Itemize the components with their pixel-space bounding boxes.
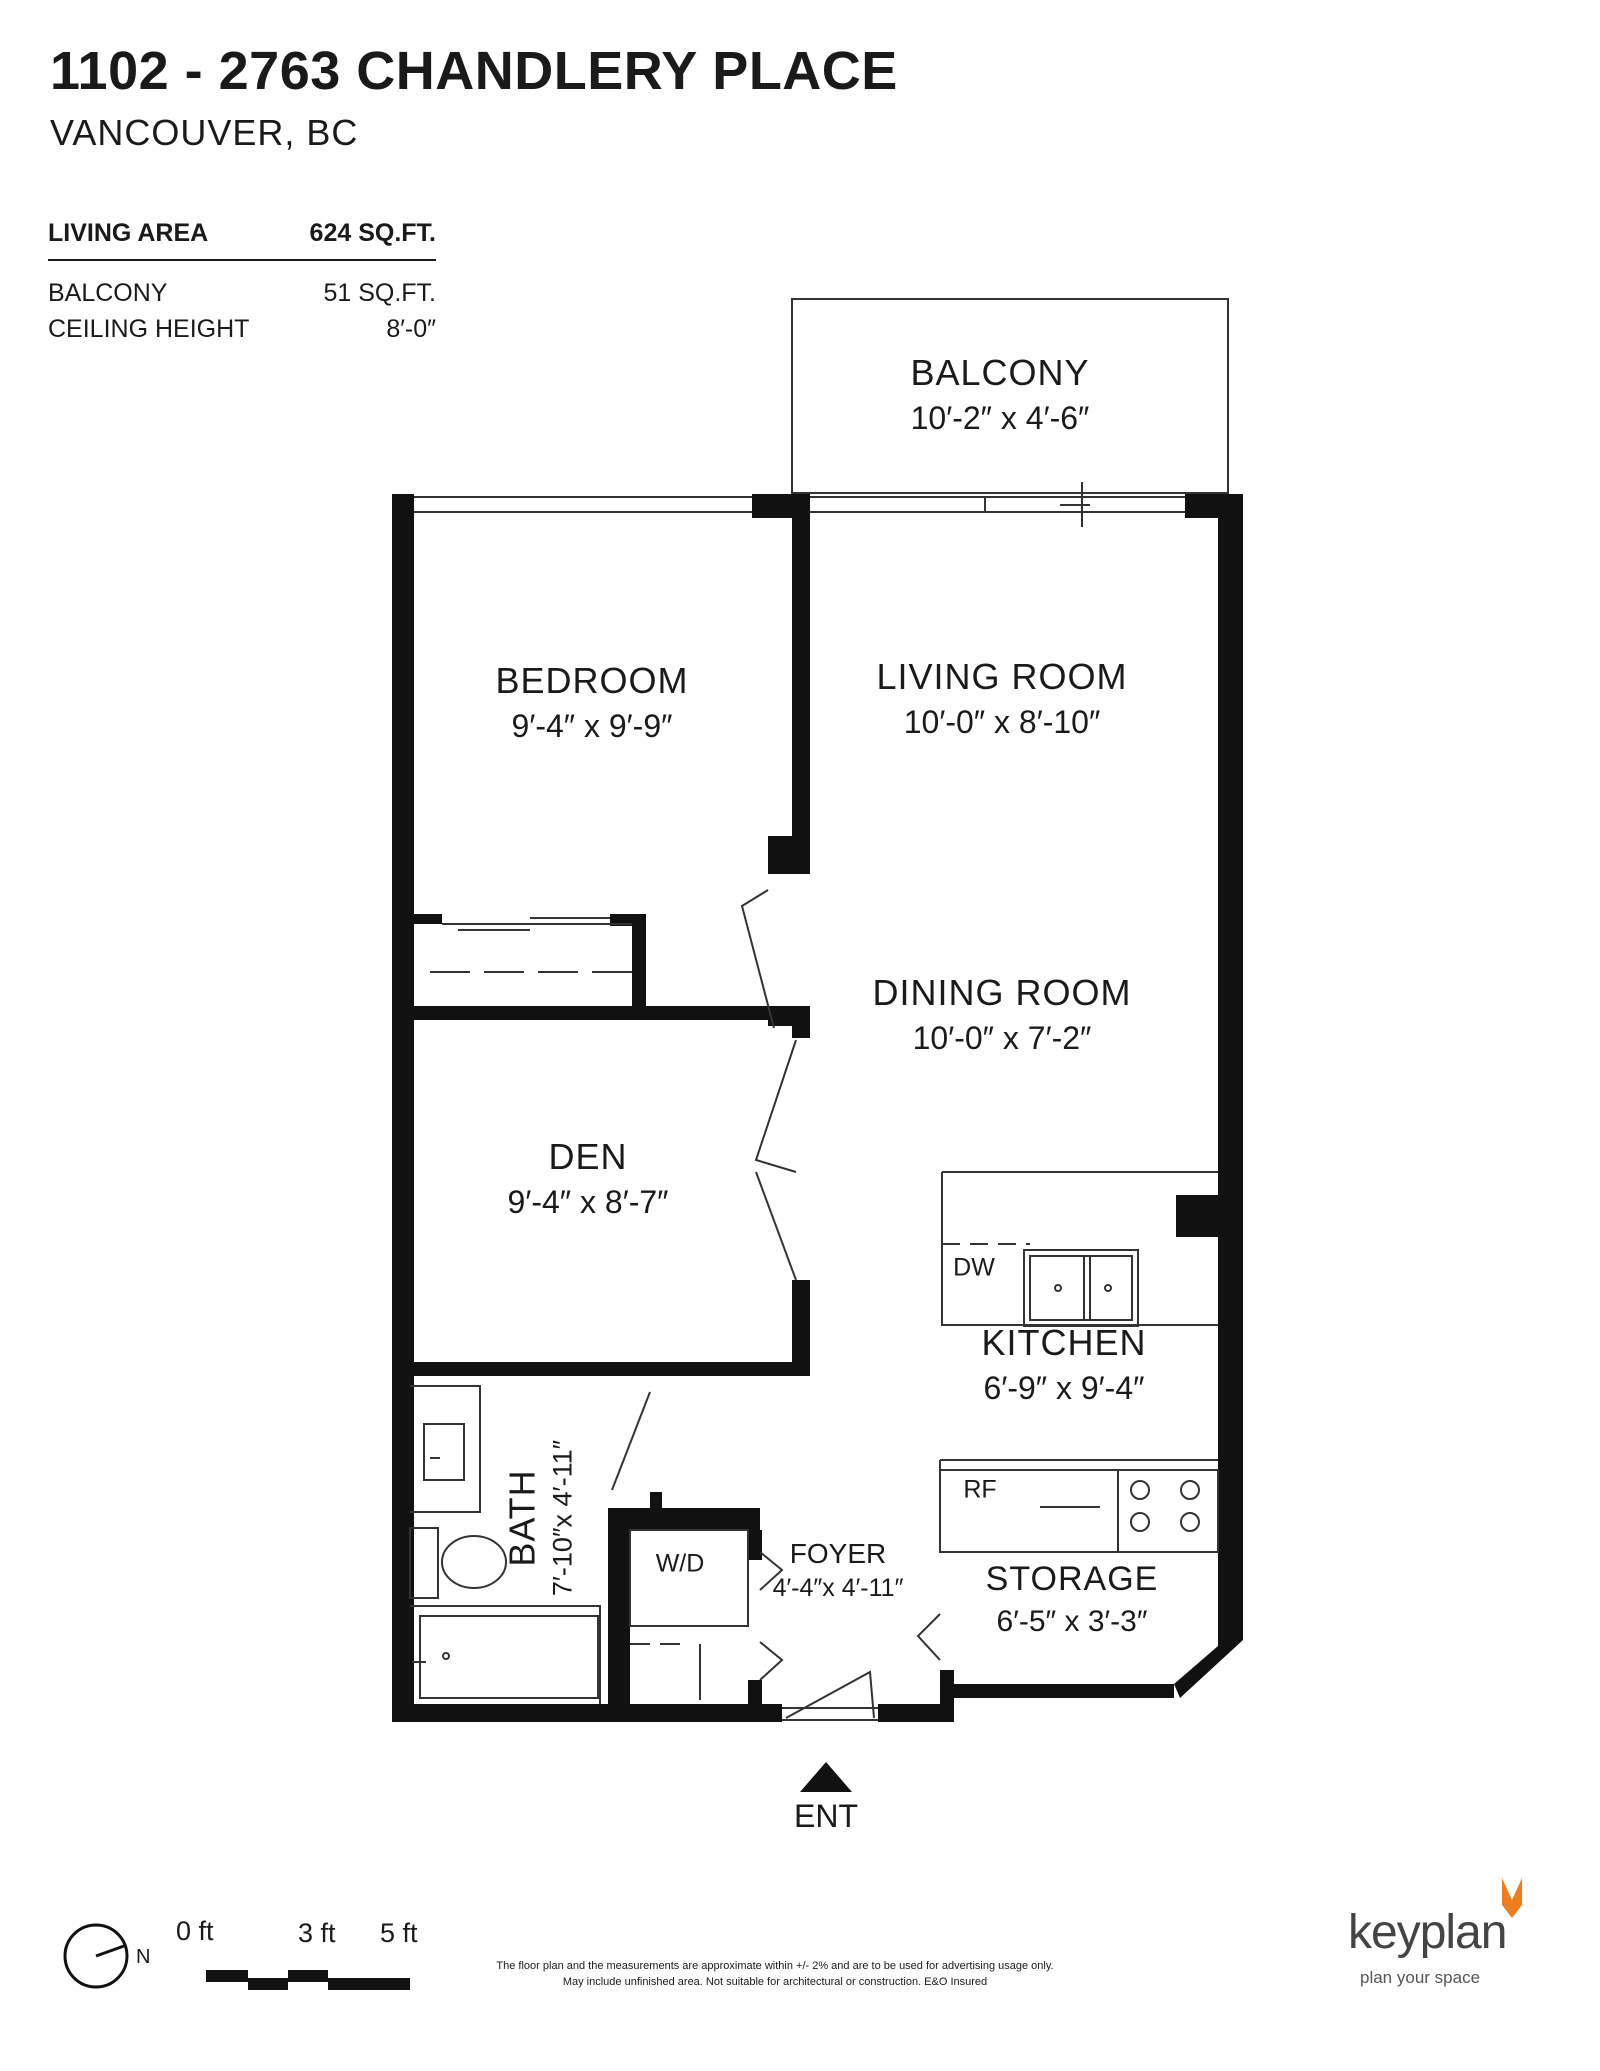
- scale-label-3: 3 ft: [298, 1918, 336, 1948]
- room-foyer: FOYER 4′-4″x 4′-11″: [773, 1538, 904, 1603]
- washer-dryer-label: W/D: [655, 1549, 705, 1578]
- compass-north-label: N: [136, 1946, 151, 1968]
- scale-label-5: 5 ft: [380, 1918, 418, 1948]
- brand-name: keyplan: [1348, 1906, 1507, 1959]
- scale-bar: [206, 1970, 410, 1990]
- room-name: STORAGE: [985, 1560, 1159, 1598]
- room-name: LIVING ROOM: [876, 656, 1128, 697]
- fixtures: [409, 889, 1219, 1721]
- ceiling-height-row: CEILING HEIGHT 8′-0″: [48, 311, 436, 347]
- disclaimer-line-1: The floor plan and the measurements are …: [496, 1960, 1054, 1972]
- living-area-label: LIVING AREA: [48, 218, 209, 247]
- area-summary: LIVING AREA 624 SQ.FT. BALCONY 51 SQ.FT.…: [48, 215, 436, 347]
- dishwasher-label: DW: [953, 1253, 995, 1282]
- room-name: KITCHEN: [981, 1322, 1147, 1363]
- room-dims: 10′-0″ x 8′-10″: [903, 704, 1101, 740]
- living-area-value: 624 SQ.FT.: [309, 218, 436, 247]
- brand-tagline: plan your space: [1360, 1968, 1481, 1987]
- scale-label-0: 0 ft: [176, 1916, 214, 1946]
- room-dims: 10′-0″ x 7′-2″: [912, 1020, 1092, 1056]
- balcony-area-value: 51 SQ.FT.: [323, 278, 436, 307]
- room-name: BEDROOM: [495, 660, 689, 701]
- room-dims: 6′-5″ x 3′-3″: [996, 1605, 1148, 1638]
- room-dims: 7′-10″x 4′-11″: [547, 1439, 578, 1597]
- room-dims: 9′-4″ x 8′-7″: [507, 1184, 669, 1220]
- balcony-outline: [791, 298, 1229, 494]
- room-living: LIVING ROOM 10′-0″ x 8′-10″: [876, 656, 1127, 741]
- entrance-arrow-icon: [800, 1762, 852, 1792]
- balcony-area-label: BALCONY: [48, 278, 168, 307]
- fridge-label: RF: [963, 1475, 997, 1504]
- room-name: DINING ROOM: [872, 972, 1132, 1013]
- room-dining: DINING ROOM 10′-0″ x 7′-2″: [873, 972, 1132, 1057]
- room-storage: STORAGE 6′-5″ x 3′-3″: [986, 1560, 1159, 1639]
- ceiling-height-value: 8′-0″: [386, 314, 436, 343]
- room-den: DEN 9′-4″ x 8′-7″: [508, 1136, 669, 1221]
- entrance-label: ENT: [794, 1798, 858, 1834]
- room-dims: 6′-9″ x 9′-4″: [983, 1370, 1145, 1406]
- room-balcony: BALCONY 10′-2″ x 4′-6″: [910, 352, 1089, 437]
- room-name: BATH: [501, 1469, 543, 1567]
- room-bath: BATH 7′-10″x 4′-11″: [502, 1440, 579, 1596]
- balcony-area-row: BALCONY 51 SQ.FT.: [48, 275, 436, 311]
- room-name: DEN: [548, 1136, 628, 1177]
- location-subtitle: VANCOUVER, BC: [50, 112, 359, 153]
- page-title: 1102 - 2763 CHANDLERY PLACE: [50, 41, 898, 101]
- compass-icon: [63, 1923, 129, 1989]
- room-name: BALCONY: [910, 352, 1090, 393]
- living-area-row: LIVING AREA 624 SQ.FT.: [48, 215, 436, 261]
- room-dims: 9′-4″ x 9′-9″: [511, 708, 673, 744]
- keyplan-logo-icon: [1502, 1878, 1522, 1918]
- room-kitchen: KITCHEN 6′-9″ x 9′-4″: [981, 1322, 1146, 1407]
- room-dims: 10′-2″ x 4′-6″: [910, 400, 1090, 436]
- room-dims: 4′-4″x 4′-11″: [772, 1574, 904, 1602]
- walls: [392, 494, 1243, 1722]
- ceiling-height-label: CEILING HEIGHT: [48, 314, 250, 343]
- room-bedroom: BEDROOM 9′-4″ x 9′-9″: [495, 660, 688, 745]
- room-name: FOYER: [789, 1538, 887, 1569]
- disclaimer-line-2: May include unfinished area. Not suitabl…: [562, 1976, 988, 1988]
- disclaimer: The floor plan and the measurements are …: [445, 1958, 1105, 1990]
